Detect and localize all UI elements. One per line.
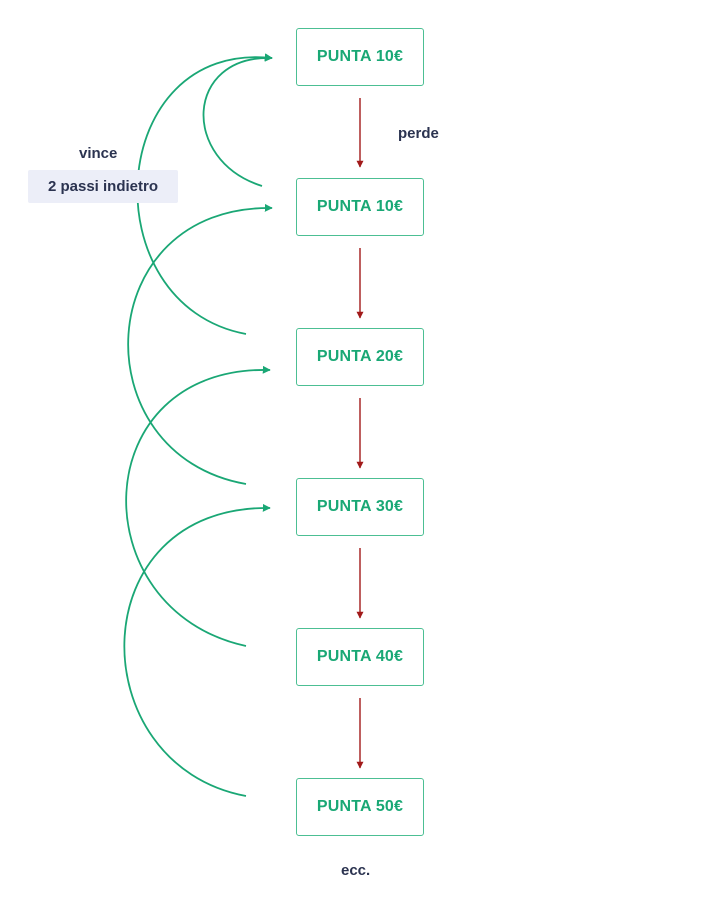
win-arc-5: [123, 503, 271, 797]
bet-box-2: PUNTA 10€: [296, 178, 424, 236]
win-arc-4: [125, 365, 271, 647]
continuation-label: ecc.: [341, 862, 371, 879]
bet-box-1: PUNTA 10€: [296, 28, 424, 86]
win-steps-label: 2 passi indietro: [28, 170, 178, 203]
bet-box-3: PUNTA 20€: [296, 328, 424, 386]
bet-box-5: PUNTA 40€: [296, 628, 424, 686]
win-label: vince: [79, 145, 118, 162]
loss-label: perde: [398, 125, 439, 142]
bet-box-4: PUNTA 30€: [296, 478, 424, 536]
bet-box-6: PUNTA 50€: [296, 778, 424, 836]
win-arc-1: [202, 53, 273, 187]
win-arc-3: [127, 203, 273, 485]
